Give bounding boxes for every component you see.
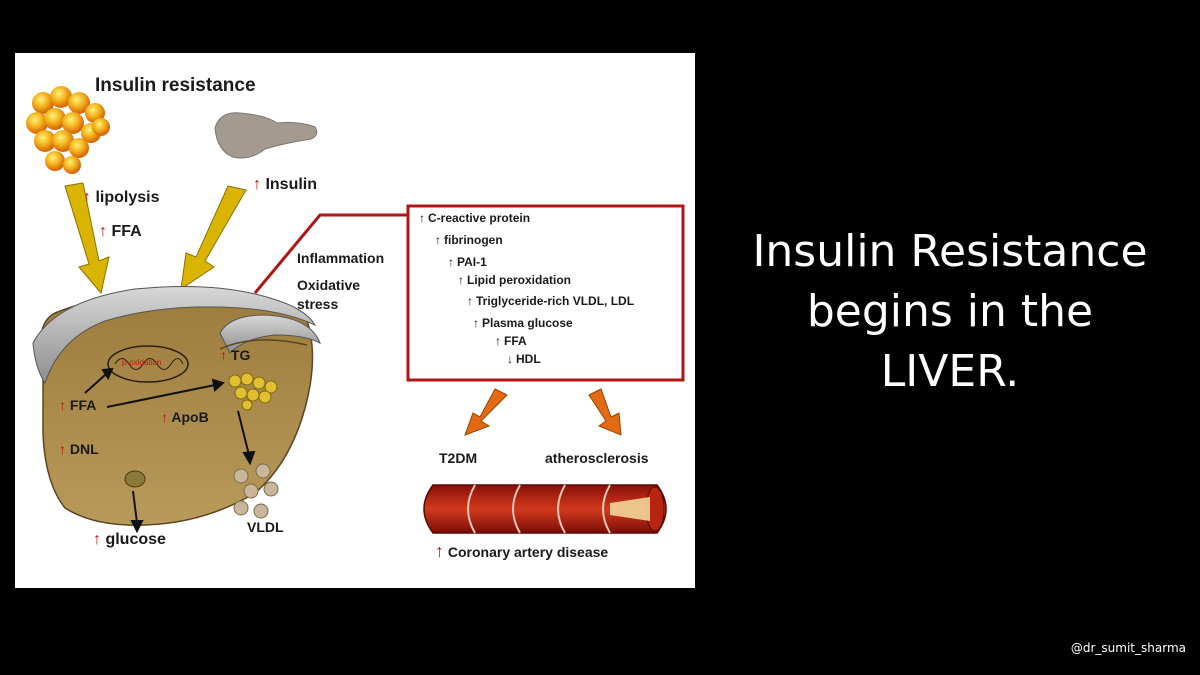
inflammation-link-arrow <box>253 213 410 294</box>
inflammation-label: Inflammation <box>297 250 385 266</box>
pancreas-icon <box>214 112 318 159</box>
liver-flow-arrows <box>84 367 256 534</box>
marker-item: ↑FFA <box>495 334 527 348</box>
markers-box <box>406 204 685 382</box>
insulin-label: ↑ Insulin <box>253 176 318 193</box>
tg-droplets-icon <box>228 372 278 411</box>
lipolysis-label: ↑ lipolysis <box>83 189 160 206</box>
mitochondrion-icon <box>107 345 189 383</box>
up-arrow-icon: ↑ <box>435 541 444 561</box>
beta-oxidation-label: β-oxidation <box>122 358 162 367</box>
marker-item: ↑Lipid peroxidation <box>458 273 571 287</box>
marker-item: ↑C-reactive protein <box>419 211 531 225</box>
orange-arrow-right-icon <box>588 388 622 436</box>
artery-icon <box>423 484 667 534</box>
marker-item: ↑PAI-1 <box>448 255 487 269</box>
diagram-title: Insulin resistance <box>95 75 256 96</box>
up-arrow-icon: ↑ <box>253 176 261 193</box>
up-arrow-icon: ↑ <box>93 531 101 548</box>
dnl-label: ↑ DNL <box>59 441 99 457</box>
caption-line-1: Insulin Resistance <box>752 226 1148 277</box>
ffa-top-label: ↑ FFA <box>99 223 142 240</box>
stress-label: stress <box>297 296 339 312</box>
atherosclerosis-label: atherosclerosis <box>545 450 649 466</box>
liver-icon <box>32 285 321 526</box>
yellow-arrow-right-icon <box>180 185 247 291</box>
slide-caption: Insulin Resistance begins in the LIVER. <box>700 222 1200 402</box>
up-arrow-icon: ↑ <box>59 441 66 457</box>
marker-item: ↑Plasma glucose <box>473 316 573 330</box>
caption-line-2: begins in the <box>806 286 1094 337</box>
up-arrow-icon: ↑ <box>99 223 107 240</box>
up-arrow-icon: ↑ <box>83 189 91 206</box>
apob-label: ↑ ApoB <box>161 409 209 425</box>
vldl-label: VLDL <box>247 519 284 535</box>
diagram-graphics <box>26 86 685 534</box>
cad-label: ↑ Coronary artery disease <box>435 541 609 561</box>
yellow-arrow-left-icon <box>64 182 110 295</box>
orange-arrow-left-icon <box>464 388 508 436</box>
marker-item: ↑fibrinogen <box>435 233 503 247</box>
marker-item: ↓HDL <box>507 352 541 366</box>
tg-label: ↑ TG <box>220 347 251 363</box>
caption-line-3: LIVER. <box>880 346 1020 397</box>
ffa-liver-label: ↑ FFA <box>59 397 97 413</box>
vldl-particles-icon <box>233 463 279 519</box>
oxidative-label: Oxidative <box>297 277 361 293</box>
t2dm-label: T2DM <box>439 450 478 466</box>
up-arrow-icon: ↑ <box>220 347 227 363</box>
up-arrow-icon: ↑ <box>161 409 168 425</box>
glucose-label: ↑ glucose <box>93 531 166 548</box>
up-arrow-icon: ↑ <box>59 397 66 413</box>
author-handle: @dr_sumit_sharma <box>1070 641 1186 655</box>
adipose-cells-icon <box>26 86 110 174</box>
diagram-panel: Insulin resistance ↑ lipolysis ↑ FFA ↑ I… <box>15 53 695 588</box>
marker-item: ↑Triglyceride-rich VLDL, LDL <box>467 294 635 308</box>
